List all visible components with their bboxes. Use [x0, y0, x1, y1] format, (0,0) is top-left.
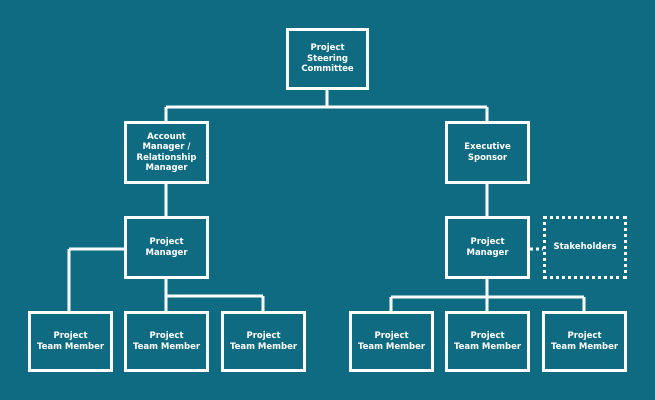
node-label: Project Steering Committee [301, 43, 354, 75]
node-label: Project Team Member [357, 331, 426, 352]
node-project-manager-right: Project Manager [445, 216, 530, 279]
node-project-steering-committee: Project Steering Committee [286, 28, 369, 90]
node-stakeholders: Stakeholders [543, 216, 627, 279]
node-label: Stakeholders [553, 242, 617, 253]
node-team-member-5: Project Team Member [445, 311, 530, 372]
node-team-member-4: Project Team Member [349, 311, 434, 372]
node-label: Project Team Member [36, 331, 105, 352]
node-team-member-1: Project Team Member [28, 311, 113, 372]
node-project-manager-left: Project Manager [124, 216, 209, 279]
node-executive-sponsor: Executive Sponsor [445, 121, 530, 184]
node-label: Project Team Member [550, 331, 619, 352]
node-label: Project Manager [466, 237, 509, 258]
node-label: Project Manager [145, 237, 188, 258]
node-account-manager: Account Manager / Relationship Manager [124, 121, 209, 184]
node-label: Project Team Member [453, 331, 522, 352]
node-team-member-6: Project Team Member [542, 311, 627, 372]
node-label: Account Manager / Relationship Manager [136, 131, 197, 174]
node-label: Executive Sponsor [464, 142, 511, 163]
node-label: Project Team Member [229, 331, 298, 352]
node-label: Project Team Member [132, 331, 201, 352]
node-team-member-3: Project Team Member [221, 311, 306, 372]
node-team-member-2: Project Team Member [124, 311, 209, 372]
